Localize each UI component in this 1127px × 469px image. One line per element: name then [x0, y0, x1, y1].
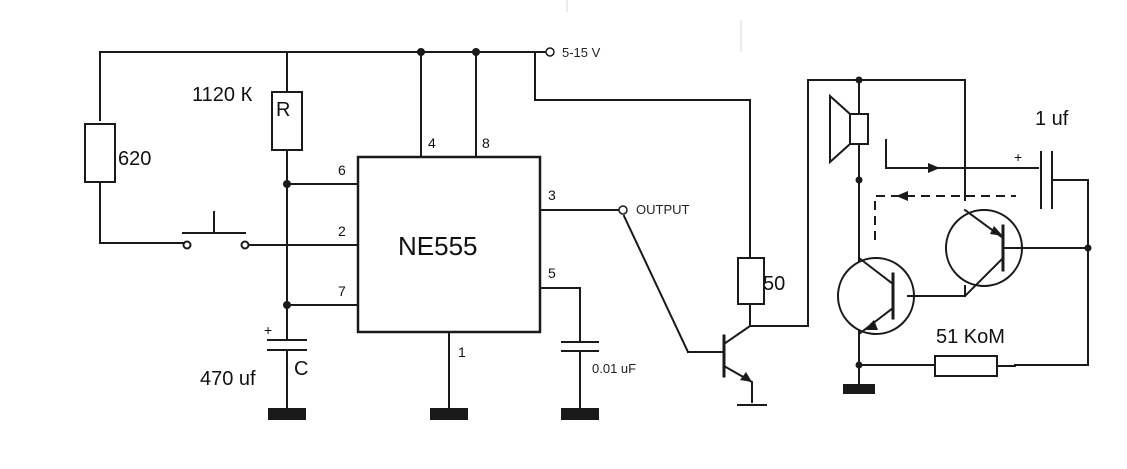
- amplifier-circuit: [807, 76, 1092, 394]
- capacitor-control: [561, 341, 599, 420]
- supply-to-r50-wire: [534, 51, 751, 259]
- resistor-50-label: 50: [763, 273, 785, 295]
- pin-2-label: 2: [338, 223, 346, 239]
- pnp-transistor: [945, 208, 1089, 298]
- pin-5-label: 5: [548, 265, 556, 281]
- resistor-620-label: 620: [118, 148, 151, 170]
- chip-name: NE555: [398, 231, 478, 261]
- pin-1-label: 1: [458, 344, 466, 360]
- ground-symbol: [843, 384, 875, 394]
- output-label: OUTPUT: [636, 202, 690, 217]
- ground-symbol: [561, 408, 599, 420]
- resistor-620: [84, 123, 116, 183]
- pin-3-label: 3: [548, 187, 556, 203]
- speaker-icon: [829, 93, 869, 165]
- resistor-51k: [934, 355, 998, 377]
- ground-symbol: [430, 408, 468, 420]
- pin-6-label: 6: [338, 162, 346, 178]
- pin-4-label: 4: [428, 135, 436, 151]
- pin5-wire: [539, 287, 581, 343]
- npn-transistor: [837, 256, 923, 336]
- resistor-r-value: 1120 К: [192, 84, 253, 106]
- resistor-51k-label: 51 KoM: [936, 326, 1005, 348]
- supply-label: 5-15 V: [562, 45, 601, 60]
- capacitor-control-value: 0.01 uF: [592, 361, 636, 376]
- resistor-50: [737, 257, 765, 305]
- supply-terminal: [545, 47, 555, 57]
- output-to-transistor-wire: [622, 214, 690, 354]
- wire-620-to-button: [99, 181, 184, 244]
- output-terminal: [618, 205, 628, 215]
- ground-symbol: [268, 408, 306, 420]
- capacitor-1uf: [1040, 151, 1053, 209]
- driver-transistor: [722, 79, 809, 406]
- resistor-r: [271, 91, 303, 151]
- ne555-chip: [356, 155, 542, 334]
- capacitor-c-value: 470 uf: [200, 368, 256, 390]
- capacitor-1uf-label: 1 uf: [1035, 108, 1069, 130]
- capacitor-c-name: C: [294, 358, 308, 380]
- supply-rail: [99, 47, 555, 158]
- push-button: [182, 211, 250, 250]
- pin-8-label: 8: [482, 135, 490, 151]
- pin-7-label: 7: [338, 283, 346, 299]
- capacitor-1uf-plus: +: [1014, 149, 1022, 165]
- capacitor-c: [267, 339, 307, 420]
- capacitor-c-plus: +: [264, 322, 272, 338]
- resistor-r-name: R: [276, 99, 290, 121]
